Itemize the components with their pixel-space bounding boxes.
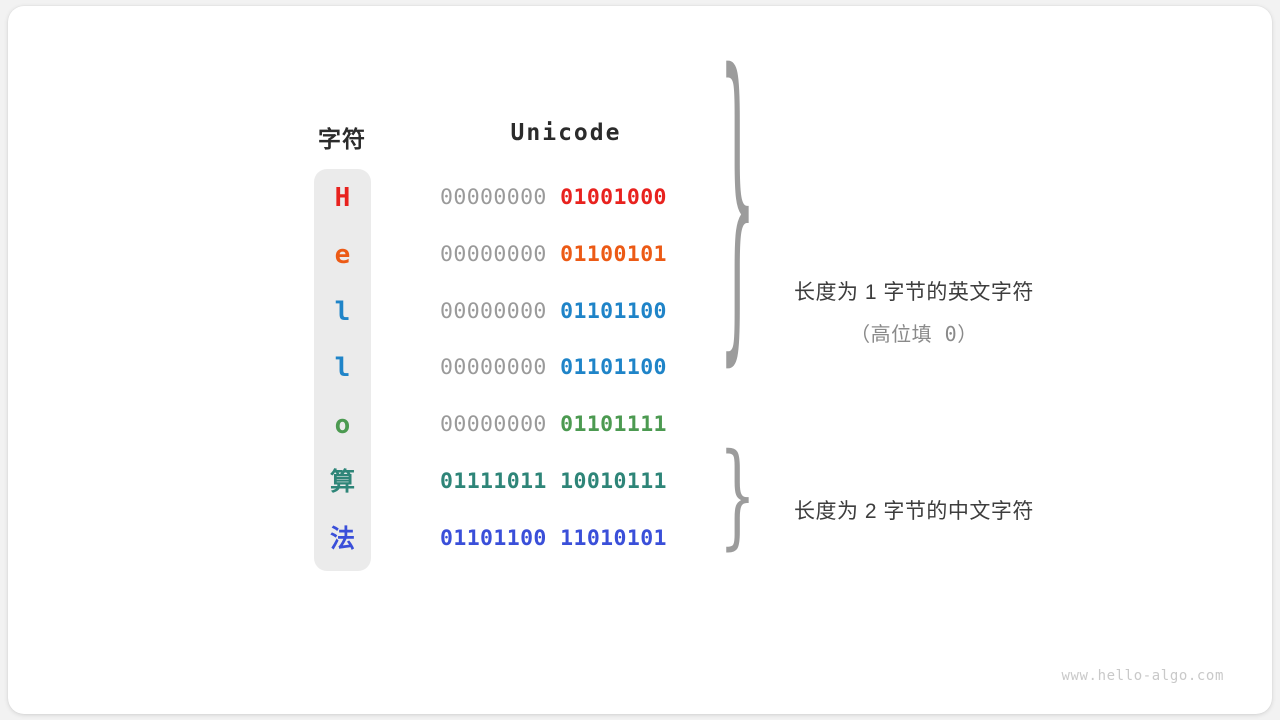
character-cell: 法	[329, 523, 355, 553]
unicode-low-byte: 10010111	[560, 469, 667, 494]
unicode-high-byte: 00000000	[440, 298, 547, 324]
annotation-two-byte: 长度为 2 字节的中文字符	[794, 495, 1034, 525]
unicode-binary-row: 00000000 01100101	[440, 240, 694, 270]
character-cell: e	[334, 239, 351, 270]
unicode-binary-row: 01101100 11010101	[440, 524, 694, 554]
watermark: www.hello-algo.com	[1061, 668, 1224, 684]
unicode-low-byte: 01100101	[560, 241, 667, 267]
column-header-unicode: Unicode	[510, 120, 622, 146]
unicode-high-byte: 00000000	[440, 412, 547, 438]
unicode-binary-row: 00000000 01001000	[440, 183, 694, 213]
character-column-background	[314, 169, 371, 571]
unicode-binary-row: 01111011 10010111	[440, 467, 694, 497]
unicode-high-byte: 00000000	[440, 241, 547, 267]
column-header-character: 字符	[318, 126, 366, 152]
unicode-binary-row: 00000000 01101100	[440, 353, 694, 383]
unicode-low-byte: 01001000	[560, 185, 667, 210]
unicode-high-byte: 01111011	[440, 469, 547, 494]
annotation-one-byte: 长度为 1 字节的英文字符 （高位填 0）	[794, 276, 1034, 347]
group-brace-one-byte: }	[719, 3, 756, 395]
character-cell: 算	[329, 467, 355, 496]
unicode-low-byte: 01101100	[560, 355, 667, 381]
unicode-high-byte: 00000000	[440, 355, 547, 381]
annotation-two-byte-main: 长度为 2 字节的中文字符	[794, 500, 1034, 523]
unicode-low-byte: 01101100	[560, 298, 667, 324]
character-cell: l	[334, 296, 351, 327]
annotation-one-byte-sub: （高位填 0）	[850, 322, 978, 346]
unicode-low-byte: 01101111	[560, 412, 667, 438]
unicode-binary-row: 00000000 01101111	[440, 410, 694, 440]
group-brace-two-byte: }	[719, 428, 756, 562]
character-cell: H	[334, 183, 351, 213]
character-cell: o	[334, 410, 351, 441]
annotation-one-byte-main: 长度为 1 字节的英文字符	[794, 281, 1034, 304]
unicode-high-byte: 01101100	[440, 525, 547, 551]
unicode-binary-row: 00000000 01101100	[440, 297, 694, 327]
unicode-high-byte: 00000000	[440, 185, 547, 210]
unicode-low-byte: 11010101	[560, 525, 667, 551]
character-cell: l	[334, 353, 351, 384]
